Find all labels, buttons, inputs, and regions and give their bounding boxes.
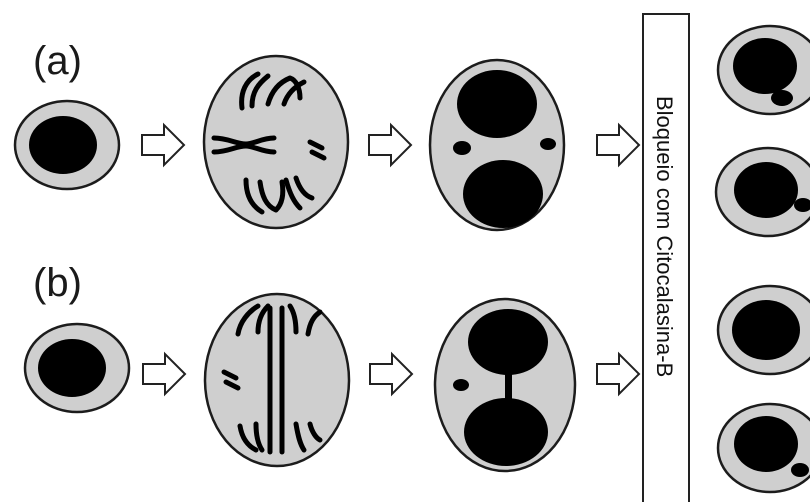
row-b-arrow-3-icon (596, 351, 641, 397)
row-b-anaphase-bridge-cell (203, 292, 351, 468)
row-label-a: (a) (33, 39, 82, 83)
result-cell-2 (714, 146, 810, 238)
result-cell-4 (716, 402, 810, 494)
row-a-interphase-cell (13, 99, 121, 191)
row-a-anaphase-cell (202, 54, 350, 230)
row-a-arrow-1-icon (141, 122, 186, 168)
row-b-interphase-cell (23, 322, 131, 414)
row-a-arrow-2-icon (368, 122, 413, 168)
result-cell-1 (716, 24, 810, 116)
row-b-arrow-1-icon (142, 351, 187, 397)
row-a-telophase-cell (428, 58, 566, 232)
row-b-arrow-2-icon (369, 351, 414, 397)
row-label-b: (b) (33, 261, 82, 305)
result-cell-3 (716, 284, 810, 376)
row-a-arrow-3-icon (596, 122, 641, 168)
cytochalasin-block-label: Bloqueio com Citocalasina-B (652, 96, 677, 377)
row-b-telophase-bridge-cell (433, 297, 577, 473)
cytochalasin-block-box: Bloqueio com Citocalasina-B (642, 13, 690, 502)
